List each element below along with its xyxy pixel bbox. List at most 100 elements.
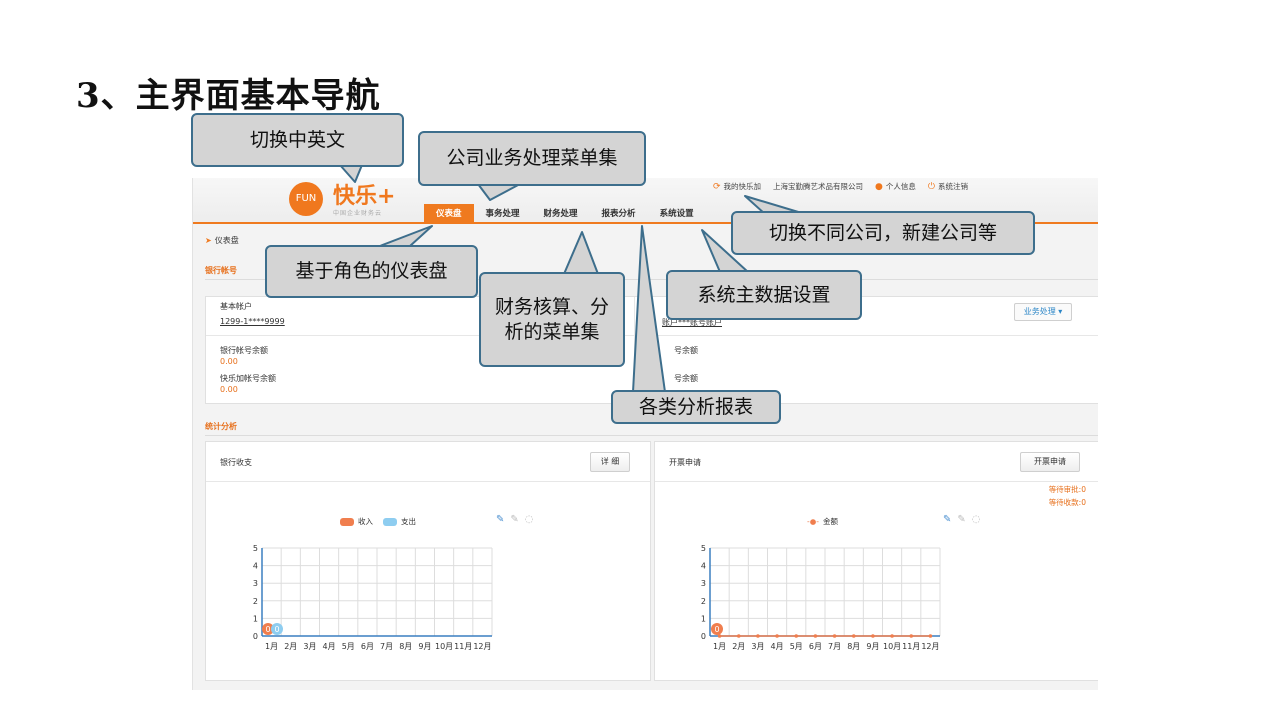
data-label-bubble — [262, 623, 274, 635]
profile-link[interactable]: ●个人信息 — [875, 181, 916, 192]
my-kuailejia-link[interactable]: ⟳我的快乐加 — [713, 181, 762, 192]
legend-item[interactable]: 支出 — [383, 516, 416, 527]
y-tick-label: 2 — [701, 597, 706, 606]
x-tick-label: 4月 — [771, 642, 784, 651]
x-tick-label: 11月 — [454, 642, 472, 651]
callout-finance-menu: 财务核算、分析的菜单集 — [479, 272, 625, 367]
refresh-icon[interactable]: ◌ — [971, 514, 981, 525]
chevron-right-icon: ➤ — [205, 236, 212, 245]
nav-dashboard[interactable]: 仪表盘 — [424, 204, 474, 224]
x-tick-label: 8月 — [399, 642, 412, 651]
x-tick-label: 3月 — [751, 642, 764, 651]
invoice-request-button[interactable]: 开票申请 — [1020, 452, 1080, 472]
x-tick-label: 2月 — [732, 642, 745, 651]
x-tick-label: 4月 — [323, 642, 336, 651]
bank-balance-value: 0.00 — [220, 357, 238, 366]
basic-account-label: 基本帐户 — [220, 302, 252, 311]
data-label: 0 — [265, 625, 270, 634]
x-tick-label: 10月 — [435, 642, 453, 651]
legend-swatch — [340, 518, 354, 526]
refresh-icon[interactable]: ◌ — [524, 514, 534, 525]
data-label-bubble — [271, 623, 283, 635]
divider — [206, 335, 1098, 336]
x-tick-label: 2月 — [284, 642, 297, 651]
legend-item[interactable]: -●-金额 — [807, 517, 838, 526]
x-tick-label: 6月 — [361, 642, 374, 651]
right-account-number[interactable]: 账户***账号账户 — [662, 318, 722, 327]
callout-company-menu: 公司业务处理菜单集 — [418, 131, 646, 186]
data-point — [871, 634, 875, 638]
callout-master-data: 系统主数据设置 — [666, 270, 862, 320]
y-tick-label: 1 — [253, 614, 258, 623]
legend-swatch — [383, 518, 397, 526]
x-tick-label: 5月 — [790, 642, 803, 651]
x-tick-label: 1月 — [265, 642, 278, 651]
x-tick-label: 7月 — [380, 642, 393, 651]
data-label: 0 — [714, 625, 719, 634]
y-tick-label: 5 — [253, 544, 258, 553]
nav-reports[interactable]: 报表分析 — [601, 209, 636, 219]
nav-finance[interactable]: 财务处理 — [543, 209, 578, 219]
data-point — [928, 634, 933, 638]
caret-down-icon: ▾ — [1058, 307, 1063, 316]
top-links: ⟳我的快乐加 上海宝勤腾艺术品有限公司 ●个人信息 ⏻系统注销 — [713, 179, 968, 193]
edit-icon[interactable]: ✎ — [957, 514, 966, 525]
legend-item[interactable]: 收入 — [340, 516, 373, 527]
pencil-icon[interactable]: ✎ — [496, 514, 505, 525]
bank-balance-label: 银行帐号余额 — [220, 346, 268, 355]
nav-settings[interactable]: 系统设置 — [659, 209, 694, 219]
x-tick-label: 12月 — [921, 642, 939, 651]
data-point — [909, 634, 914, 638]
x-tick-label: 1月 — [713, 642, 726, 651]
chart-toolbox: ✎ ✎ ◌ — [496, 514, 534, 525]
nav-transactions[interactable]: 事务处理 — [485, 209, 520, 219]
x-tick-label: 11月 — [902, 642, 920, 651]
right-balance-label-2: 号余额 — [674, 374, 698, 383]
kuailejia-balance-label: 快乐加帐号余额 — [220, 374, 276, 383]
y-tick-label: 2 — [253, 597, 258, 606]
x-tick-label: 5月 — [342, 642, 355, 651]
pending-receipt-count: 等待收款:0 — [1048, 498, 1086, 507]
x-tick-label: 10月 — [883, 642, 901, 651]
basic-account-number[interactable]: 1299-1****9999 — [220, 317, 285, 326]
divider — [634, 297, 635, 405]
details-button[interactable]: 详 细 — [590, 452, 630, 472]
bank-account-panel: 基本帐户 1299-1****9999 账户***账号账户 业务处理 ▾ 银行帐… — [205, 296, 1098, 405]
business-dropdown-button[interactable]: 业务处理 ▾ — [1014, 303, 1072, 321]
data-point — [813, 634, 818, 638]
data-point — [832, 634, 837, 638]
x-tick-label: 8月 — [847, 642, 860, 651]
data-point — [756, 634, 760, 638]
y-tick-label: 0 — [253, 632, 258, 641]
edit-icon[interactable]: ✎ — [510, 514, 519, 525]
y-tick-label: 0 — [701, 632, 706, 641]
callout-switch-company: 切换不同公司，新建公司等 — [731, 211, 1035, 255]
divider — [205, 435, 1098, 436]
chart-toolbox: ✎ ✎ ◌ — [943, 514, 981, 525]
data-point — [775, 634, 779, 638]
y-tick-label: 3 — [701, 579, 706, 588]
chart-legend: 收入 支出 — [340, 516, 416, 527]
panel-header: 开票申请 开票申请 — [655, 442, 1098, 482]
y-tick-label: 5 — [701, 544, 706, 553]
x-tick-label: 6月 — [809, 642, 822, 651]
panel-title: 银行收支 — [220, 458, 252, 467]
company-switch-link[interactable]: 上海宝勤腾艺术品有限公司 — [773, 181, 864, 191]
bank-section-title: 银行帐号 — [205, 266, 237, 275]
data-label-bubble — [711, 623, 723, 635]
x-tick-label: 3月 — [303, 642, 316, 651]
pencil-icon[interactable]: ✎ — [943, 514, 952, 525]
stats-section-title: 统计分析 — [205, 422, 237, 431]
refresh-icon: ⟳ — [713, 181, 721, 192]
callout-role-dashboard: 基于角色的仪表盘 — [265, 245, 478, 298]
x-tick-label: 9月 — [418, 642, 431, 651]
pending-approval-count: 等待审批:0 — [1048, 485, 1086, 494]
x-tick-label: 9月 — [866, 642, 879, 651]
data-point — [794, 634, 799, 638]
logout-link[interactable]: ⏻系统注销 — [927, 181, 969, 192]
logo-badge: FUN — [289, 182, 323, 216]
